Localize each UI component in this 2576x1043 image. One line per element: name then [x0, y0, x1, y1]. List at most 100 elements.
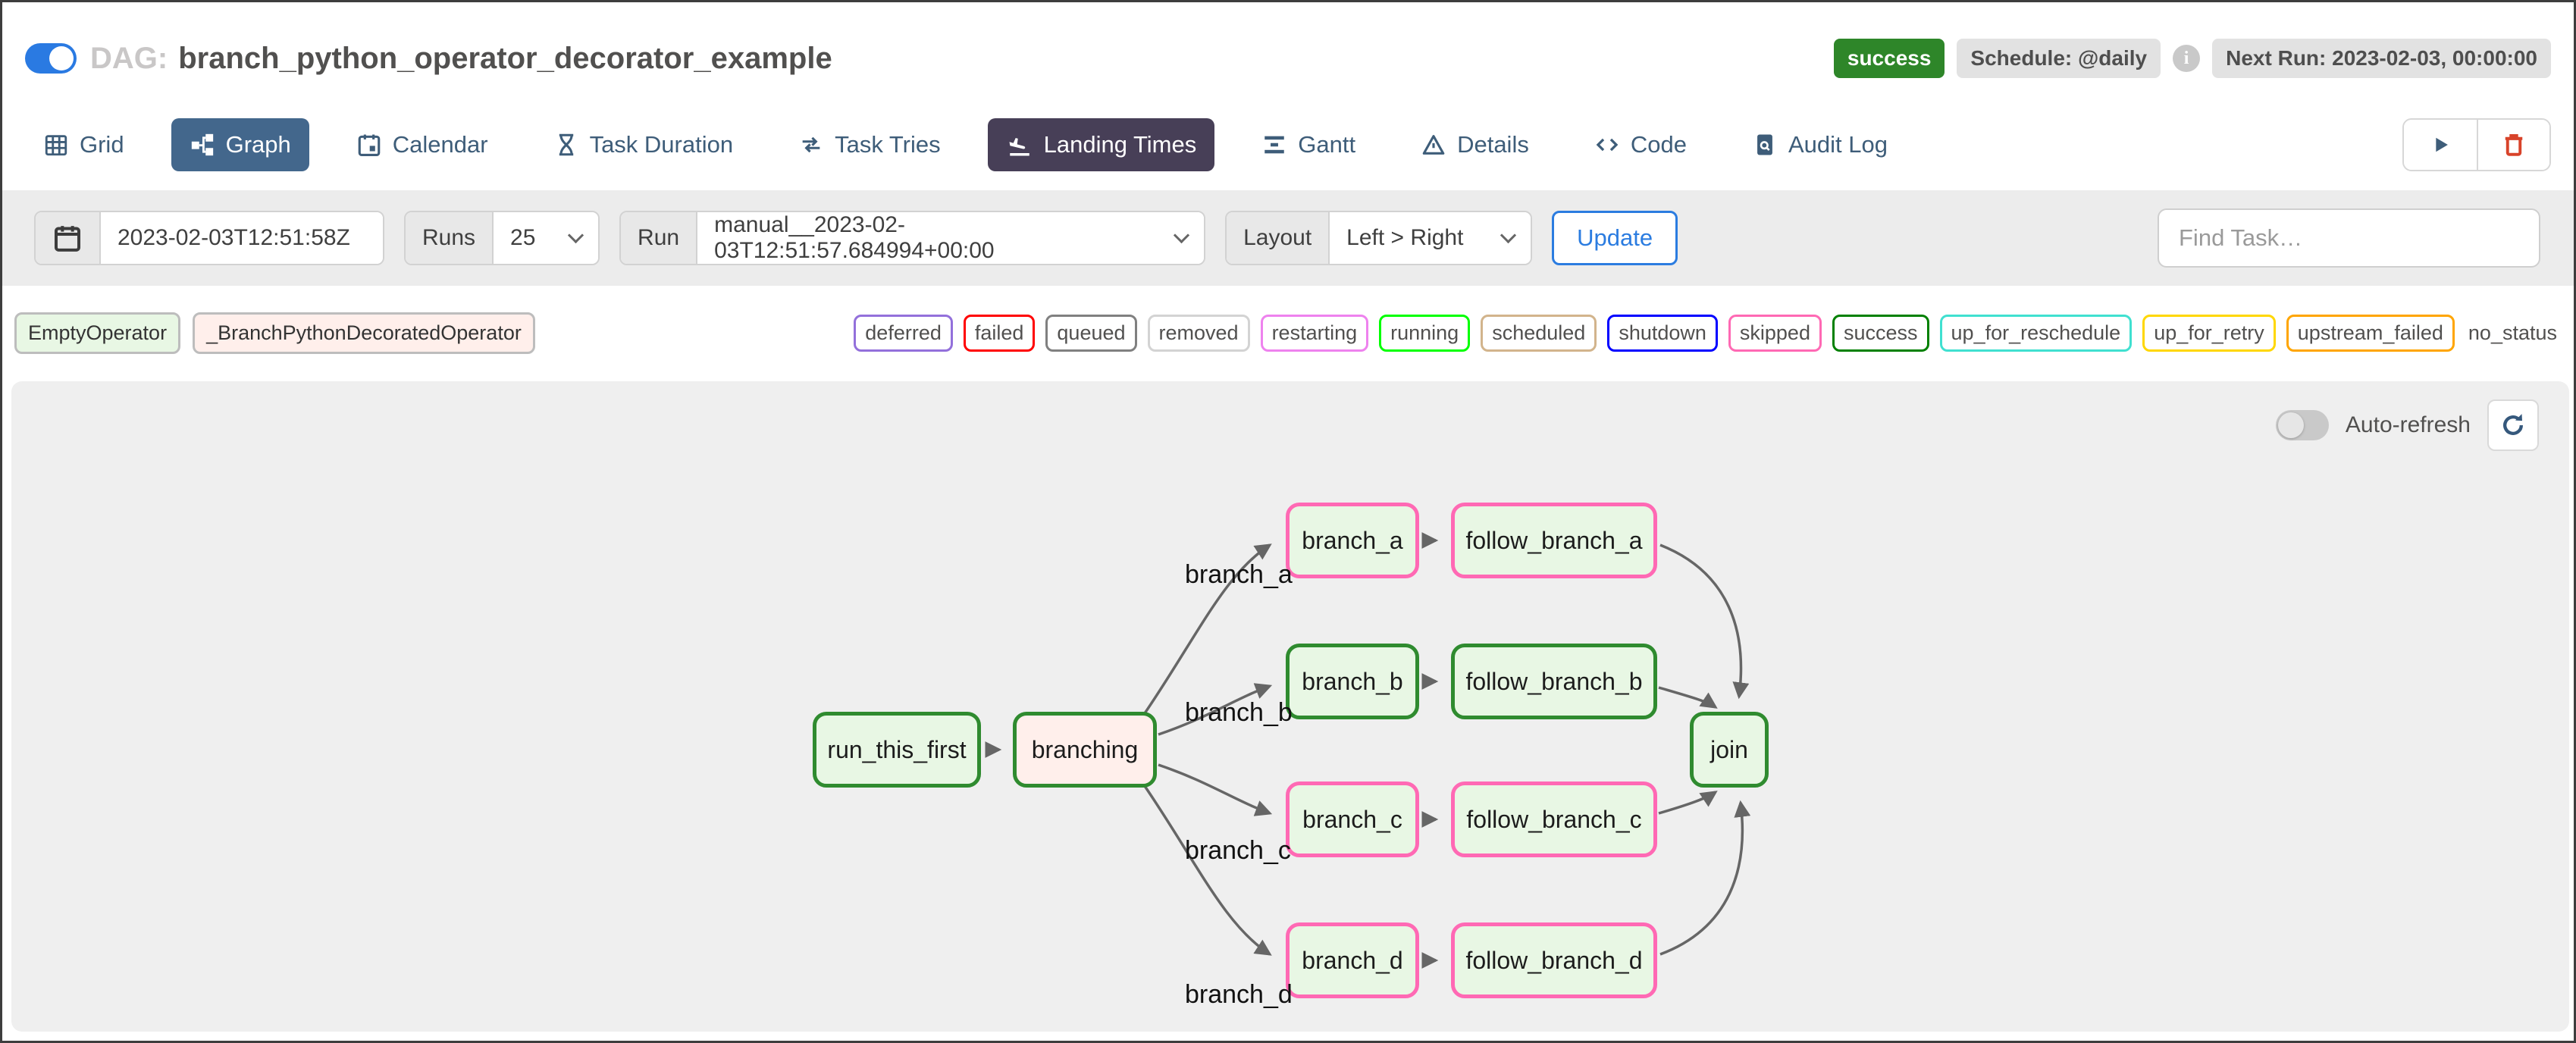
- legend-status-deferred[interactable]: deferred: [854, 314, 953, 352]
- tab-calendar[interactable]: Calendar: [338, 118, 506, 171]
- run-select[interactable]: manual__2023-02-03T12:51:57.684994+00:00: [697, 212, 1205, 264]
- edge-label-branch-b: branch_b: [1185, 698, 1293, 727]
- tab-audit-log[interactable]: Audit Log: [1734, 118, 1906, 171]
- legend-status-success[interactable]: success: [1832, 314, 1929, 352]
- refresh-button[interactable]: [2487, 399, 2539, 451]
- task-node-follow-branch-d[interactable]: follow_branch_d: [1451, 922, 1657, 998]
- tab-label: Details: [1457, 131, 1529, 158]
- legend-status-no-status: no_status: [2468, 321, 2557, 344]
- header: DAG: branch_python_operator_decorator_ex…: [2, 2, 2574, 99]
- schedule-badge[interactable]: Schedule: @daily: [1957, 39, 2161, 78]
- legend-status-running[interactable]: running: [1379, 314, 1471, 352]
- dag-edges: [985, 532, 1751, 969]
- operator-legend: EmptyOperator _BranchPythonDecoratedOper…: [14, 312, 535, 354]
- tab-bar: Grid Graph Calendar Task Duration Task T…: [2, 99, 2574, 190]
- layout-group: Layout Left > Right: [1225, 211, 1533, 265]
- legend-status-scheduled[interactable]: scheduled: [1481, 314, 1597, 352]
- task-node-follow-branch-b[interactable]: follow_branch_b: [1451, 644, 1657, 719]
- refresh-icon: [2503, 414, 2523, 435]
- edge-label-branch-c: branch_c: [1185, 836, 1291, 865]
- find-task-input[interactable]: [2158, 208, 2540, 268]
- legend-status-shutdown[interactable]: shutdown: [1607, 314, 1718, 352]
- chevron-down-icon: [567, 227, 584, 243]
- legend-operator-empty[interactable]: EmptyOperator: [14, 312, 181, 354]
- info-icon[interactable]: i: [2173, 45, 2201, 72]
- auto-refresh-label: Auto-refresh: [2345, 412, 2471, 437]
- task-node-branch-b[interactable]: branch_b: [1286, 644, 1419, 719]
- tab-details[interactable]: Details: [1402, 118, 1547, 171]
- legend-status-up-for-reschedule[interactable]: up_for_reschedule: [1939, 314, 2133, 352]
- status-legend: deferred failed queued removed restartin…: [854, 314, 2557, 352]
- tab-label: Graph: [225, 131, 291, 158]
- code-icon: [1596, 138, 1619, 152]
- toggle-knob: [49, 46, 74, 70]
- task-node-branch-d[interactable]: branch_d: [1286, 922, 1419, 998]
- auto-refresh-controls: Auto-refresh: [2275, 399, 2539, 451]
- calendar-icon: [55, 226, 80, 252]
- tab-label: Calendar: [392, 131, 488, 158]
- legend-status-up-for-retry[interactable]: up_for_retry: [2142, 314, 2276, 352]
- legend-bar: EmptyOperator _BranchPythonDecoratedOper…: [2, 286, 2574, 380]
- play-icon: [2436, 137, 2448, 152]
- num-runs-group: Runs 25: [404, 211, 600, 265]
- legend-status-upstream-failed[interactable]: upstream_failed: [2286, 314, 2455, 352]
- legend-operator-branch-python[interactable]: _BranchPythonDecoratedOperator: [193, 312, 535, 354]
- task-node-run-this-first[interactable]: run_this_first: [813, 712, 981, 788]
- tab-task-tries[interactable]: Task Tries: [780, 118, 959, 171]
- delete-dag-button[interactable]: [2477, 120, 2549, 170]
- calendar-picker-button[interactable]: [36, 212, 101, 264]
- legend-status-failed[interactable]: failed: [963, 314, 1036, 352]
- task-node-branch-a[interactable]: branch_a: [1286, 503, 1419, 578]
- trigger-dag-button[interactable]: [2404, 120, 2477, 170]
- legend-status-queued[interactable]: queued: [1045, 314, 1137, 352]
- task-node-follow-branch-c[interactable]: follow_branch_c: [1451, 781, 1657, 857]
- dag-label: DAG:: [90, 41, 168, 75]
- run-label: Run: [621, 212, 698, 264]
- update-button[interactable]: Update: [1552, 211, 1678, 265]
- tab-task-duration[interactable]: Task Duration: [535, 118, 752, 171]
- task-node-follow-branch-a[interactable]: follow_branch_a: [1451, 503, 1657, 578]
- tab-label: Code: [1630, 131, 1687, 158]
- next-run-badge: Next Run: 2023-02-03, 00:00:00: [2212, 39, 2551, 78]
- grid-icon: [45, 135, 67, 156]
- filter-bar: 2023-02-03T12:51:58Z Runs 25 Run manual_…: [2, 190, 2574, 286]
- dag-status-badge: success: [1833, 39, 1945, 78]
- tab-label: Landing Times: [1043, 131, 1197, 158]
- tab-label: Task Duration: [589, 131, 734, 158]
- task-node-branching[interactable]: branching: [1013, 712, 1157, 788]
- tab-grid[interactable]: Grid: [25, 118, 143, 171]
- legend-status-restarting[interactable]: restarting: [1260, 314, 1369, 352]
- graph-panel: run_this_first branching branch_a follow…: [11, 381, 2569, 1032]
- tab-graph[interactable]: Graph: [171, 118, 309, 171]
- tab-landing-times[interactable]: Landing Times: [987, 118, 1215, 171]
- repeat-icon: [802, 136, 820, 153]
- details-icon: [1422, 135, 1445, 155]
- header-badges: success Schedule: @daily i Next Run: 202…: [1833, 39, 2551, 78]
- chevron-down-icon: [1173, 227, 1190, 243]
- edge-label-branch-d: branch_d: [1185, 980, 1293, 1009]
- graph-icon: [191, 133, 213, 156]
- task-node-branch-c[interactable]: branch_c: [1286, 781, 1419, 857]
- tab-label: Audit Log: [1788, 131, 1888, 158]
- base-date-input[interactable]: 2023-02-03T12:51:58Z: [101, 212, 383, 264]
- run-group: Run manual__2023-02-03T12:51:57.684994+0…: [619, 211, 1206, 265]
- tab-label: Grid: [80, 131, 124, 158]
- audit-log-icon: [1757, 134, 1772, 155]
- layout-select[interactable]: Left > Right: [1330, 212, 1531, 264]
- legend-status-removed[interactable]: removed: [1147, 314, 1250, 352]
- legend-status-skipped[interactable]: skipped: [1728, 314, 1822, 352]
- dag-pause-toggle[interactable]: [25, 43, 77, 74]
- layout-label: Layout: [1227, 212, 1330, 264]
- task-node-join[interactable]: join: [1690, 712, 1769, 788]
- gantt-icon: [1264, 136, 1284, 154]
- hourglass-icon: [559, 133, 573, 156]
- edge-label-branch-a: branch_a: [1185, 560, 1293, 589]
- landing-plane-icon: [1009, 138, 1029, 156]
- auto-refresh-toggle[interactable]: [2275, 410, 2329, 440]
- num-runs-select[interactable]: 25: [494, 212, 599, 264]
- calendar-icon: [358, 134, 381, 157]
- tab-label: Gantt: [1298, 131, 1356, 158]
- dag-title: branch_python_operator_decorator_example: [178, 41, 832, 75]
- tab-code[interactable]: Code: [1576, 118, 1705, 171]
- tab-gantt[interactable]: Gantt: [1243, 118, 1374, 171]
